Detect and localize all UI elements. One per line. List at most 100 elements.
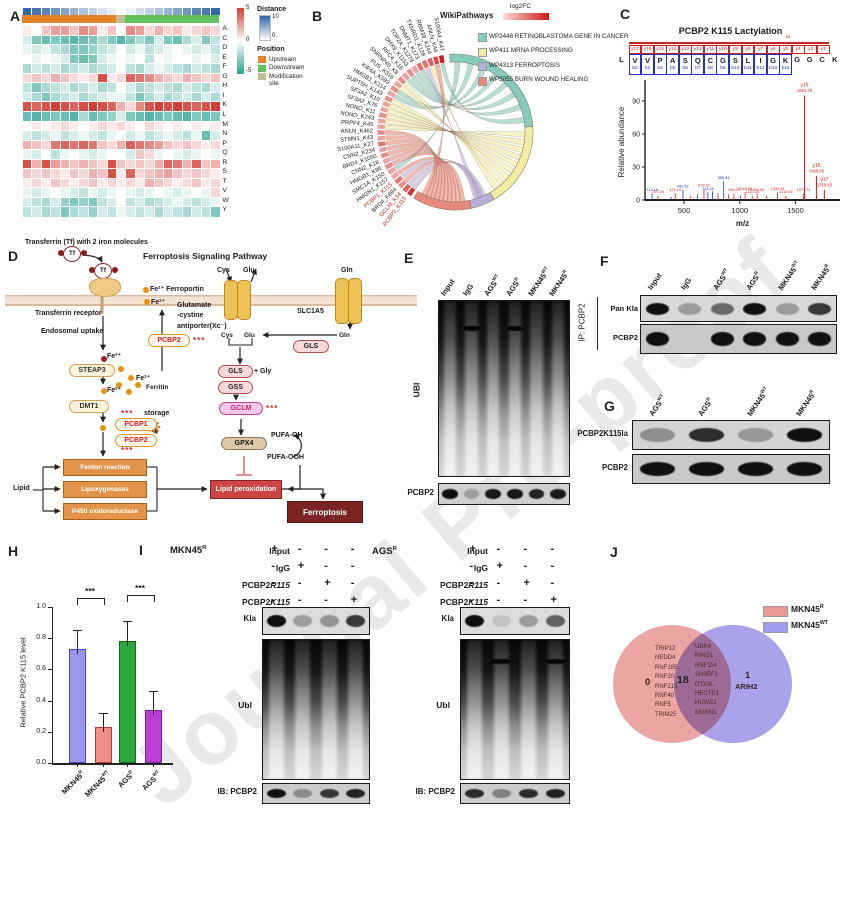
- lane-label: AGSWT: [482, 273, 500, 298]
- circos-site-tile: [381, 100, 392, 109]
- blot-lane-streak: [443, 301, 456, 476]
- blot-smear: [262, 639, 370, 780]
- heatmap-row-label: K: [222, 101, 227, 109]
- sig-stars: ***: [85, 586, 95, 596]
- y-ion-label: y11: [703, 44, 717, 54]
- pathway-node: DMT1: [69, 400, 109, 413]
- row-label-ubl: Ubl: [238, 700, 252, 710]
- circos-site-tile: [384, 161, 395, 171]
- blot-band: [645, 332, 669, 346]
- b-ion-label: b11: [744, 65, 752, 71]
- blot-band: [506, 325, 524, 331]
- blot-strip: [438, 483, 570, 505]
- error-bar: [153, 691, 155, 715]
- peptide-residue: G: [804, 54, 815, 66]
- y-ion-label: y14: [666, 44, 680, 54]
- spectrum-xtick: 500: [678, 206, 691, 215]
- peak-ion-label: y17: [820, 177, 828, 183]
- colorbar-mid: 0: [246, 37, 250, 43]
- blot-lane-streak: [268, 640, 284, 779]
- plus-minus-mark: +: [523, 577, 530, 589]
- plus-minus-mark: -: [550, 543, 555, 555]
- gene-item: RNF5: [655, 702, 671, 709]
- blot-band: [266, 788, 286, 799]
- heatmap-row-label: Y: [222, 206, 227, 214]
- cell-membrane: [5, 295, 417, 306]
- position-cell: [200, 15, 210, 23]
- pathway-text: Ferroptosis Signaling Pathway: [143, 251, 268, 261]
- x-axis: [52, 763, 173, 765]
- iron-dot: [89, 267, 95, 273]
- heatmap-row-label: N: [222, 130, 228, 138]
- b-ion-label: b10: [731, 65, 740, 71]
- peak-mz-label: 1156.55: [750, 188, 763, 192]
- pathway-box: Lipid peroxidation: [210, 480, 282, 499]
- pathway-node: GLS: [218, 365, 253, 378]
- circos-site-tile: [378, 146, 388, 154]
- peptide-residue: K: [829, 54, 840, 66]
- panel-label-c: C: [620, 6, 631, 22]
- blot-lane-streak: [321, 640, 337, 779]
- significance-stars: ***: [121, 409, 134, 418]
- b-ion-label: b6: [682, 65, 688, 71]
- plus-minus-mark: +: [350, 594, 358, 606]
- pathway-text: Glu: [243, 267, 255, 274]
- wikipathways-legend-title: WikiPathways: [440, 11, 494, 20]
- pathway-text: Cys: [217, 267, 230, 274]
- peptide-residue: C: [817, 54, 828, 66]
- row-label-ib-pcbp2: IB: PCBP2: [217, 787, 257, 796]
- blot-strip: [460, 783, 570, 804]
- circos-site-tile: [389, 84, 400, 94]
- peak-ion-label: y15: [801, 83, 809, 89]
- peak-mz-label: 1688.85: [809, 168, 825, 173]
- gene-item: RNF114: [695, 662, 717, 669]
- circos-site-label: S100A4_K47: [432, 17, 444, 52]
- residue-letter: G: [806, 54, 813, 64]
- lane-label: MKN45WT: [776, 259, 799, 292]
- gene-item: RNF20: [655, 674, 675, 681]
- blot-strip: [632, 454, 830, 484]
- circos-site-tile: [377, 140, 387, 148]
- position-cell: [106, 15, 116, 23]
- blot-band: [545, 659, 566, 665]
- pathway-text: Lipid: [13, 485, 30, 492]
- condition-label: PCBP2R115: [439, 580, 488, 590]
- y-ion-label: y6: [766, 44, 780, 54]
- position-legend-label: Upstream: [269, 55, 297, 63]
- membrane-channel-icon: [237, 280, 251, 320]
- fe2-dot: [144, 299, 150, 305]
- blot-lane-streak: [530, 301, 543, 476]
- residue-letter: V: [632, 55, 638, 65]
- spectrum-title: PCBP2 K115 Lactylation: [678, 26, 783, 36]
- y-ion-label: y15: [653, 44, 667, 54]
- spectrum-xtick: 1000: [731, 206, 748, 215]
- y-tick-label: 0.2: [36, 727, 46, 735]
- blot-band: [737, 462, 774, 476]
- peptide-residue: L: [616, 54, 627, 66]
- row-label-pcbp2: PCBP2: [602, 463, 628, 472]
- distance-track: [22, 7, 222, 16]
- venn-overlap-count: 18: [677, 674, 689, 686]
- blot-band: [688, 462, 725, 476]
- panel-label-i: I: [139, 542, 143, 558]
- y-axis: [52, 607, 54, 763]
- blot-band: [528, 489, 545, 499]
- residue-letter: G: [719, 55, 726, 65]
- circos-site-tile: [381, 156, 392, 165]
- blot-lane-streak: [465, 301, 478, 476]
- b-ion-label: b14: [781, 65, 790, 71]
- blot-band: [550, 489, 566, 499]
- blot-band: [491, 788, 512, 799]
- venn-right-gene: ARIH2: [735, 682, 758, 691]
- lane-label: AGSR: [695, 396, 713, 418]
- y-tick-label: 1.0: [36, 603, 46, 610]
- circos-site-label: S100A11_K27: [337, 141, 374, 153]
- position-cell: [97, 15, 107, 23]
